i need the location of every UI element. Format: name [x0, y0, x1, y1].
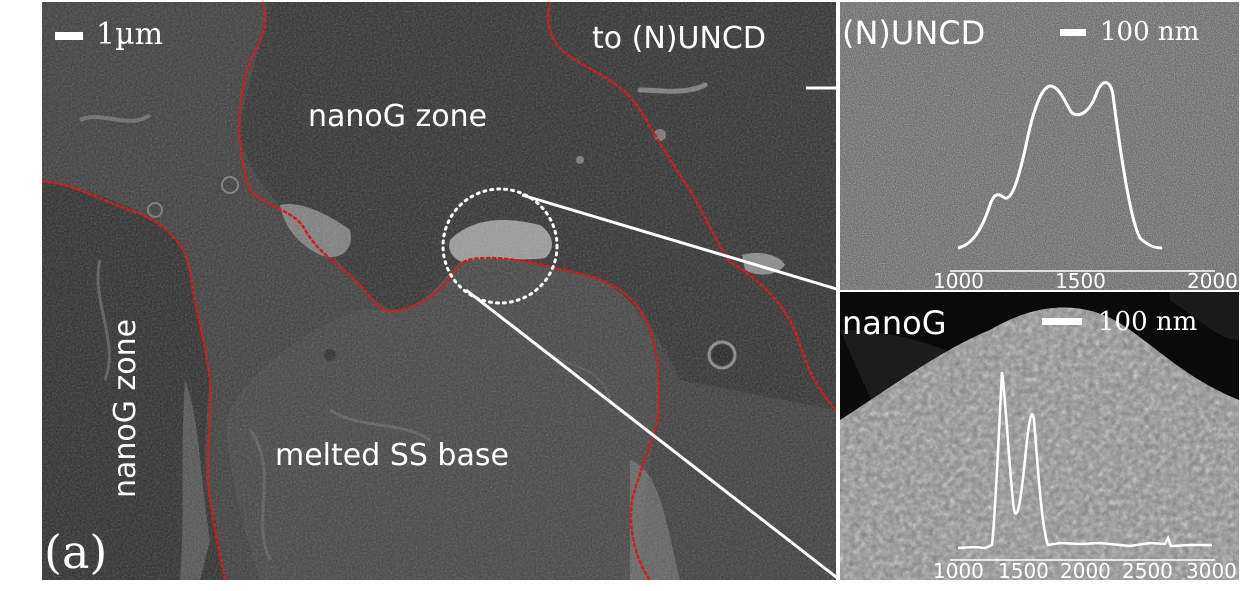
callout-line-bottom: [465, 288, 841, 582]
zoom-circle: [441, 187, 559, 305]
boundary-left: [42, 180, 227, 580]
left-nanog-zone-label: nanoG zone: [108, 319, 143, 498]
nanog-spectrum-curve: [957, 371, 1212, 550]
uncd-inset: [840, 2, 1239, 290]
callout-line-top: [521, 193, 841, 292]
uncd-tick-2000: 2000: [1187, 269, 1238, 293]
uncd-tick-1500: 1500: [1055, 269, 1106, 293]
nanog-scale-bar: [1042, 318, 1082, 325]
uncd-scale-bar: [1060, 29, 1086, 36]
nanog-inset: [840, 292, 1239, 580]
nanog-scale-label: 100 nm: [1098, 307, 1197, 337]
top-nanog-zone-label: nanoG zone: [308, 99, 487, 134]
main-scale-bar: [55, 32, 83, 40]
uncd-scale-label: 100 nm: [1100, 17, 1199, 47]
nanog-tick-2500: 2500: [1122, 559, 1173, 583]
uncd-tick-1000: 1000: [933, 269, 984, 293]
boundary-top-right: [547, 2, 836, 412]
melted-base-label: melted SS base: [275, 438, 509, 473]
panel-letter: (a): [44, 525, 107, 579]
main-scale-label: 1µm: [96, 17, 163, 52]
nanog-inset-title: nanoG: [842, 304, 947, 342]
nanog-tick-1500: 1500: [998, 559, 1049, 583]
uncd-spectrum-curve: [957, 81, 1163, 250]
nanog-tick-2000: 2000: [1060, 559, 1111, 583]
nanog-tick-3000: 3000: [1186, 559, 1237, 583]
main-sem-panel: [42, 2, 836, 580]
nanog-tick-1000: 1000: [933, 559, 984, 583]
uncd-inset-title: (N)UNCD: [842, 14, 985, 52]
boundary-top-left: [238, 2, 661, 580]
to-uncd-label: to (N)UNCD: [592, 21, 766, 56]
